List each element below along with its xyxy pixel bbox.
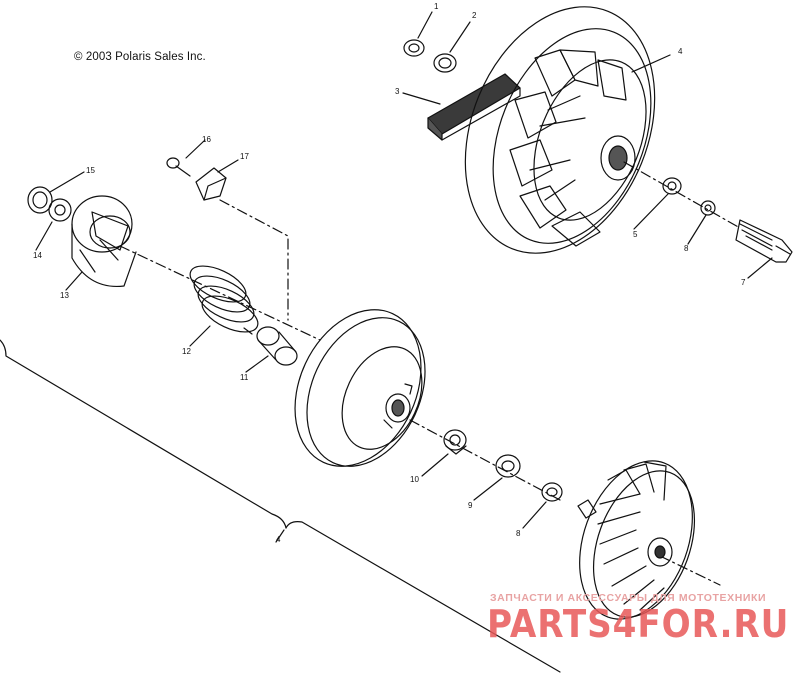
- watermark-logo: PARTS4FOR.RU: [487, 602, 790, 646]
- callout-9: 9: [468, 501, 473, 510]
- callout-11: 11: [240, 373, 249, 382]
- callout-10: 10: [410, 475, 419, 484]
- washer-8-top: [700, 200, 716, 216]
- callout-13: 13: [60, 291, 69, 300]
- callout-3: 3: [395, 87, 400, 96]
- spring-12: [189, 265, 259, 335]
- spacer-10: [443, 429, 467, 455]
- screw-16: [166, 157, 191, 177]
- weight-17: [195, 167, 227, 201]
- bushing-11: [256, 326, 298, 366]
- washer-9: [495, 454, 521, 478]
- callout-17: 17: [240, 152, 249, 161]
- moveable-sheave: [294, 309, 426, 467]
- washer-2: [433, 53, 457, 73]
- callout-1: 1: [434, 2, 439, 11]
- callout-2: 2: [472, 11, 477, 20]
- callout-15: 15: [86, 166, 95, 175]
- drive-belt: [427, 73, 521, 141]
- copyright-notice: © 2003 Polaris Sales Inc.: [74, 51, 206, 63]
- callout-5: 5: [633, 230, 638, 239]
- stationary-sheave: [464, 6, 656, 254]
- callout-14: 14: [33, 251, 42, 260]
- washer-8-bottom: [541, 482, 563, 502]
- watermark-tagline: ЗАПЧАСТИ И АКСЕССУАРЫ ДЛЯ МОТОТЕХНИКИ: [490, 592, 767, 604]
- helix-cam-13: [71, 195, 137, 288]
- callout-4-top: 4: [678, 47, 683, 56]
- callout-7: 7: [741, 278, 746, 287]
- fixed-sheave-fan: [577, 460, 696, 620]
- washer-14: [48, 198, 72, 222]
- callout-16: 16: [202, 135, 211, 144]
- assembly-bracket: [0, 339, 561, 673]
- washer-1: [403, 39, 425, 57]
- bolt: [735, 219, 793, 263]
- callout-8-bottom: 8: [516, 529, 521, 538]
- callout-8-top: 8: [684, 244, 689, 253]
- snap-ring-15: [27, 186, 53, 214]
- callout-12: 12: [182, 347, 191, 356]
- callout-4-assembly: 4: [276, 535, 281, 544]
